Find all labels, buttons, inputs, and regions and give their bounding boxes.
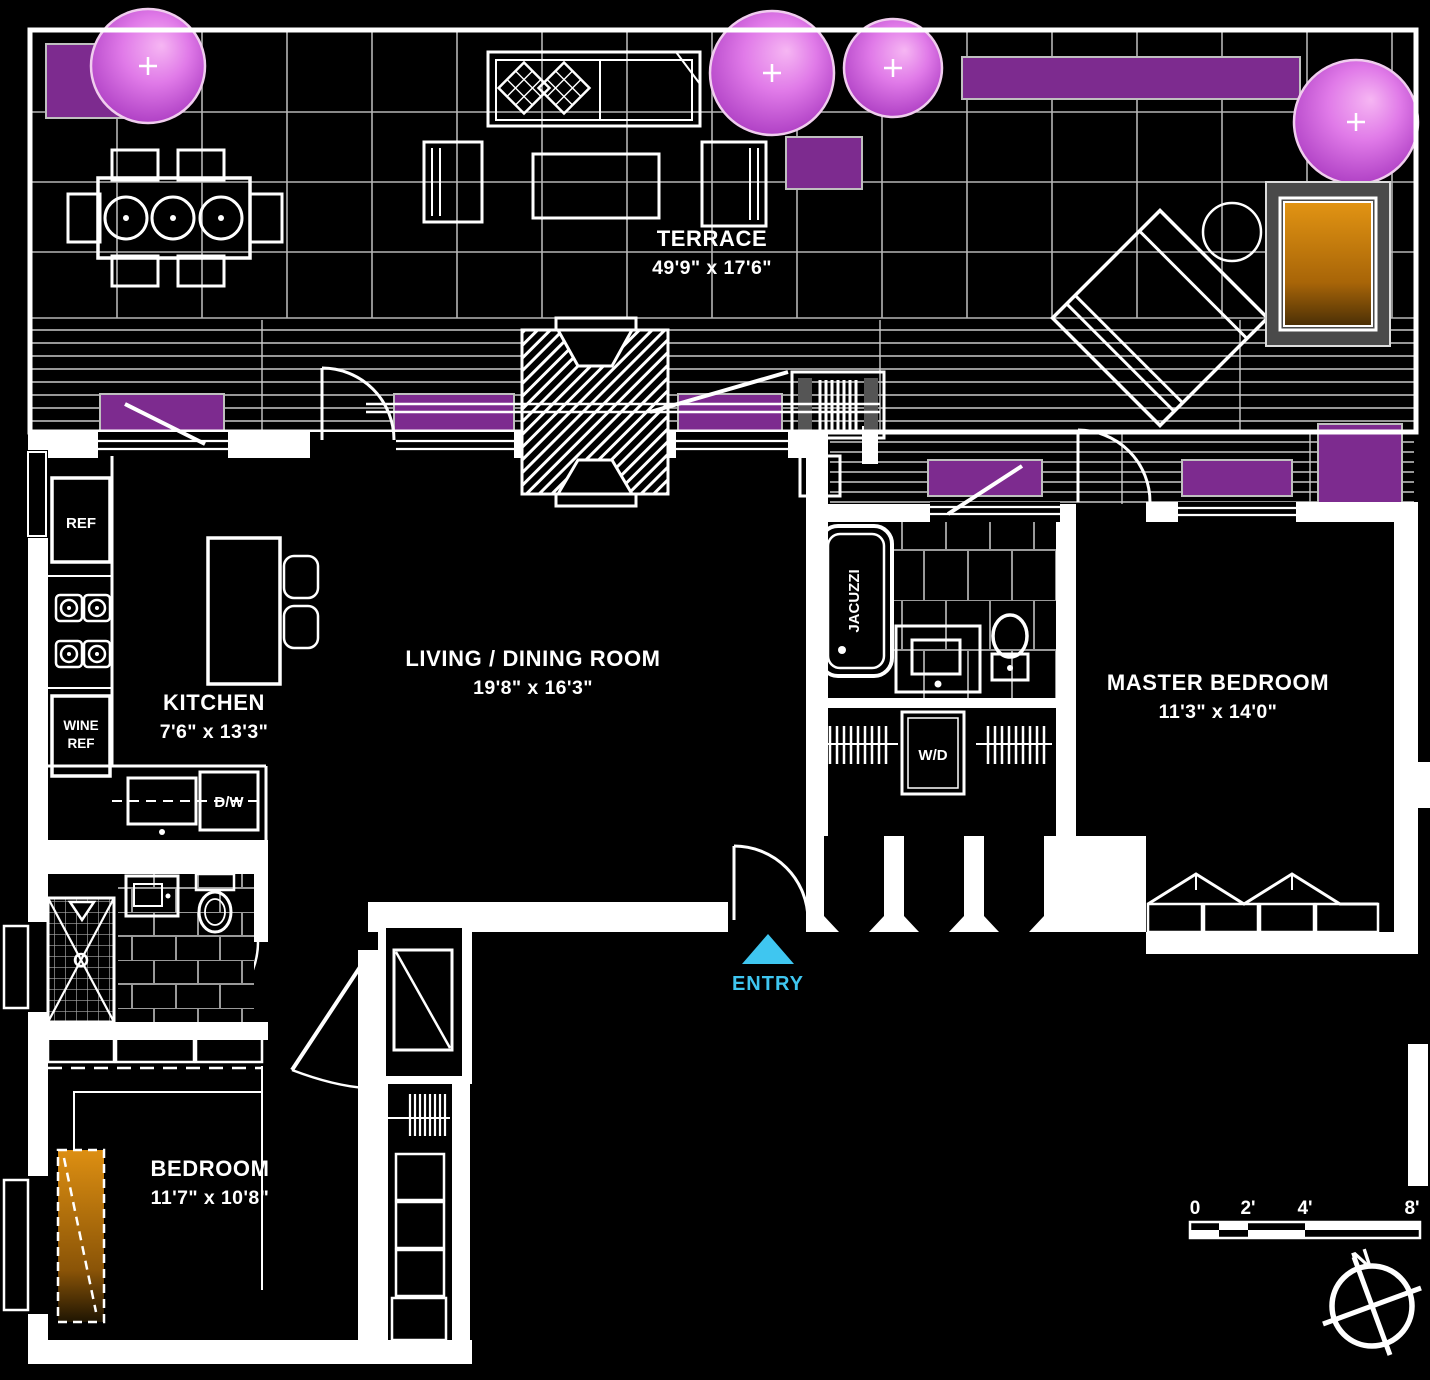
tree-icon <box>1292 58 1420 186</box>
kitchen: REF WINE REF D/W KITCHEN 7'6" x 13'3" <box>48 456 320 840</box>
entry-arrow-icon <box>742 934 794 964</box>
window-bench <box>1146 872 1380 934</box>
fridge: REF <box>50 476 112 564</box>
scale-tick-0: 0 <box>1190 1198 1201 1219</box>
wine-fridge-label-2: REF <box>68 736 95 751</box>
daybed <box>1265 181 1391 347</box>
scale-tick-2: 2' <box>1240 1198 1255 1219</box>
outdoor-dining-set <box>66 148 284 288</box>
bedroom-door-arc <box>291 1068 367 1090</box>
bedroom-wing: BEDROOM 11'7" x 10'8" <box>46 872 472 1342</box>
washer-dryer-label: W/D <box>918 747 947 764</box>
bar-stool <box>282 604 320 650</box>
dishwasher: D/W <box>198 770 260 832</box>
bedroom-closet-shelves-top <box>46 1034 264 1070</box>
planter-box <box>785 136 863 190</box>
scale-tick-8: 8' <box>1404 1198 1419 1219</box>
terrace: TERRACE 49'9" x 17'6" <box>27 7 1420 509</box>
vanity-sink <box>894 624 982 694</box>
jacuzzi-label: JACUZZI <box>846 569 863 632</box>
coffee-table <box>531 152 661 220</box>
terrace-dims: 49'9" x 17'6" <box>652 257 772 279</box>
closet-column <box>388 1094 450 1342</box>
open-door-leaf <box>649 370 789 414</box>
washer-dryer: W/D <box>900 710 966 796</box>
closet-right <box>976 726 1052 764</box>
planter-box <box>1181 459 1293 497</box>
terrace-label: TERRACE <box>657 226 768 251</box>
chaise-lounge <box>1050 208 1270 428</box>
master-suite: JACUZZI W/D <box>818 522 1380 948</box>
living-dining-room: LIVING / DINING ROOM 19'8" x 16'3" <box>405 454 842 699</box>
bedroom-dims: 11'7" x 10'8" <box>151 1187 270 1209</box>
stove-burners <box>54 593 112 669</box>
deck-wall-stub <box>862 426 878 464</box>
dishwasher-label: D/W <box>214 794 244 811</box>
column <box>798 454 842 498</box>
entry-door <box>732 844 810 921</box>
wine-fridge-label-1: WINE <box>63 718 98 733</box>
bedroom-detail-lines <box>73 1066 263 1290</box>
master-bedroom-label: MASTER BEDROOM <box>1107 670 1329 695</box>
bedroom-label: BEDROOM <box>150 1156 269 1181</box>
open-door-leaf <box>946 464 1024 516</box>
wine-fridge: WINE REF <box>50 694 112 778</box>
exterior-window-bar <box>1408 1044 1428 1186</box>
master-bedroom-dims: 11'3" x 14'0" <box>1159 701 1278 723</box>
tree-icon <box>708 9 836 137</box>
planter-box <box>961 56 1301 100</box>
toilet <box>194 872 236 934</box>
fridge-label: REF <box>66 515 96 532</box>
open-door-leaf <box>124 402 206 446</box>
tree-icon <box>842 17 944 119</box>
closet-door-leaves <box>824 836 1044 948</box>
toilet <box>990 613 1030 682</box>
tree-icon <box>89 7 207 125</box>
entry-closet <box>378 920 472 1084</box>
master-bath-tiles <box>890 522 1056 698</box>
scale-bar: 0 2' 4' 8' <box>1188 1198 1422 1240</box>
wardrobe <box>56 1148 106 1324</box>
shower <box>46 896 116 1024</box>
kitchen-dims: 7'6" x 13'3" <box>160 721 268 743</box>
compass-icon: N <box>1322 1242 1422 1356</box>
bar-stool <box>282 554 320 600</box>
outdoor-armchair <box>422 140 484 224</box>
living-dims: 19'8" x 16'3" <box>473 677 593 699</box>
outdoor-armchair <box>700 140 768 228</box>
sink-cabinet <box>112 776 266 835</box>
kitchen-island <box>206 536 282 686</box>
bathroom2-tiles <box>118 874 254 1022</box>
bedroom-door-leaf <box>290 956 368 1072</box>
kitchen-label: KITCHEN <box>163 690 265 715</box>
sink <box>124 874 180 918</box>
closet-left <box>818 726 898 764</box>
entry-label: ENTRY <box>732 973 804 995</box>
round-side-table <box>1201 201 1263 263</box>
master-terrace-door <box>1076 428 1152 503</box>
sliding-door-track <box>366 402 880 414</box>
outdoor-sofa <box>486 50 702 128</box>
jacuzzi-tub: JACUZZI <box>818 524 894 678</box>
planter-box <box>99 393 225 433</box>
terrace-door <box>320 366 396 441</box>
windows <box>2 402 1296 1314</box>
living-label: LIVING / DINING ROOM <box>405 646 660 671</box>
scale-tick-4: 4' <box>1297 1198 1312 1219</box>
planter-box <box>1317 423 1403 509</box>
entry: ENTRY <box>732 934 804 995</box>
